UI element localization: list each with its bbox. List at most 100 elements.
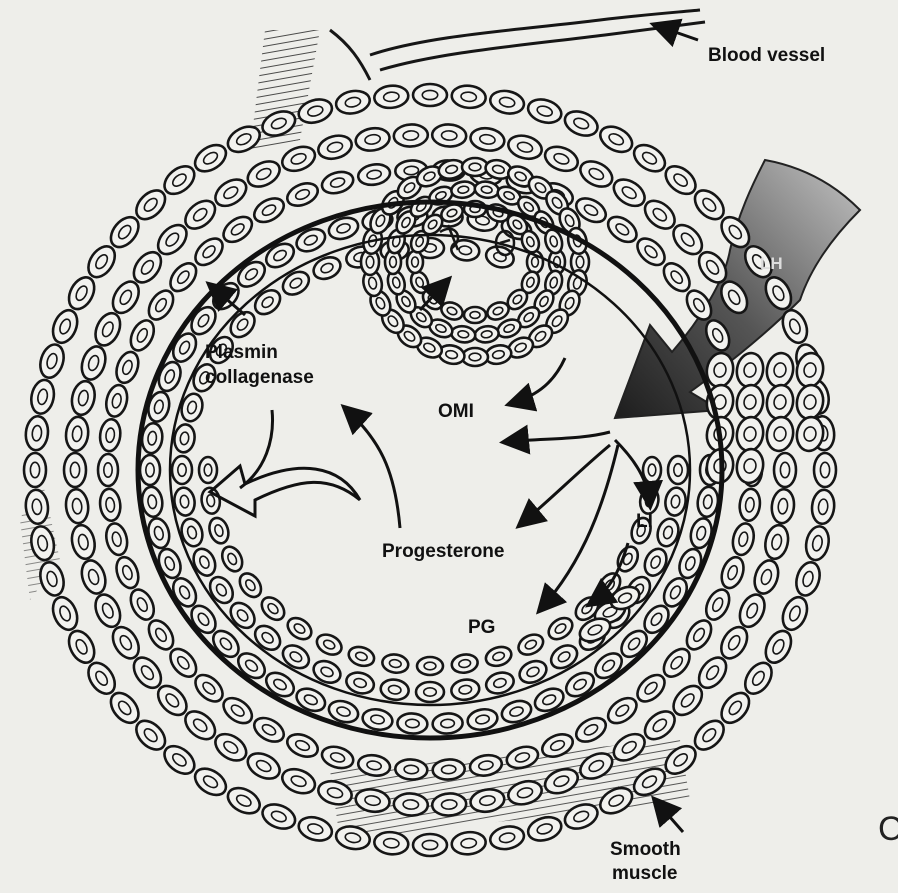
cell <box>159 161 199 200</box>
cell <box>234 648 270 683</box>
cell <box>417 657 443 675</box>
cell <box>219 212 257 247</box>
cell <box>279 267 313 299</box>
label-muscle: muscle <box>612 864 677 884</box>
cell <box>395 759 428 781</box>
cell <box>778 594 811 634</box>
label-progesterone: Progesterone <box>382 542 504 562</box>
cell <box>770 488 796 524</box>
cell <box>250 285 284 318</box>
cell <box>98 418 122 452</box>
cell <box>793 559 824 598</box>
cell <box>379 678 410 702</box>
arrow-smooth-muscle-label <box>655 800 683 832</box>
label-smooth: Smooth <box>610 840 681 860</box>
cell <box>319 743 355 771</box>
cell <box>413 834 447 856</box>
label-omi: OMI <box>438 402 474 422</box>
cell <box>169 330 201 366</box>
cell <box>314 631 345 659</box>
cell <box>346 644 376 669</box>
cell <box>235 569 265 601</box>
cell <box>69 523 98 561</box>
cell <box>562 668 598 701</box>
cell <box>810 489 835 525</box>
cell <box>98 488 122 522</box>
label-plasmin: Plasmin <box>205 343 278 363</box>
cell <box>140 455 160 485</box>
cell <box>734 415 766 453</box>
cell <box>91 591 125 631</box>
cell <box>206 515 231 545</box>
cell <box>169 574 201 610</box>
cell <box>250 194 288 227</box>
cell <box>259 800 299 833</box>
cell <box>64 627 99 667</box>
cell <box>108 622 144 662</box>
cell <box>354 126 391 153</box>
label-collagenase: collagenase <box>205 368 314 388</box>
cell <box>464 307 486 323</box>
cell <box>159 741 199 780</box>
cell <box>632 670 669 707</box>
cell <box>165 644 201 681</box>
cell <box>466 707 499 732</box>
cell <box>664 486 688 517</box>
cell <box>173 423 197 454</box>
cell <box>172 456 192 484</box>
cell <box>450 180 476 199</box>
arrow-omi-to-cumulus <box>510 358 565 404</box>
cell <box>103 383 130 419</box>
cell <box>393 793 428 817</box>
cell <box>279 765 319 798</box>
cell <box>24 453 46 487</box>
arrow-progesterone-to-plasmin <box>345 408 400 528</box>
cell <box>126 317 158 355</box>
cell <box>450 653 478 675</box>
cell <box>211 174 251 211</box>
cell <box>641 545 671 579</box>
cell <box>316 132 355 162</box>
cell <box>381 653 409 675</box>
label-lh: LH <box>760 255 783 273</box>
cell <box>596 122 636 157</box>
cell <box>373 831 409 856</box>
cell <box>659 574 691 610</box>
cell <box>284 730 321 761</box>
cell <box>103 521 130 557</box>
cell <box>632 234 669 271</box>
cell <box>397 713 428 735</box>
cell <box>629 140 669 177</box>
cell <box>64 453 86 487</box>
cell <box>83 241 120 281</box>
cell <box>126 586 158 624</box>
cell <box>226 598 259 632</box>
cell <box>762 523 791 561</box>
cell <box>432 793 467 817</box>
cell <box>659 644 695 681</box>
cell <box>488 824 526 852</box>
cell <box>310 253 344 283</box>
cell <box>262 668 298 701</box>
cell <box>190 234 227 271</box>
cell <box>244 748 284 783</box>
cell <box>462 348 488 366</box>
cell <box>483 644 513 669</box>
cell <box>432 759 465 781</box>
label-li: LI <box>636 512 653 532</box>
cell <box>373 84 409 109</box>
cell <box>190 670 227 707</box>
cell <box>37 342 68 381</box>
cell <box>250 621 284 654</box>
cell <box>761 627 796 667</box>
cell <box>730 521 757 557</box>
cell <box>682 616 716 654</box>
cell <box>199 457 217 483</box>
cell <box>98 454 118 486</box>
cell <box>643 457 661 483</box>
cell <box>78 343 110 382</box>
cell <box>64 416 90 452</box>
cell <box>64 488 90 524</box>
cell <box>64 273 99 313</box>
